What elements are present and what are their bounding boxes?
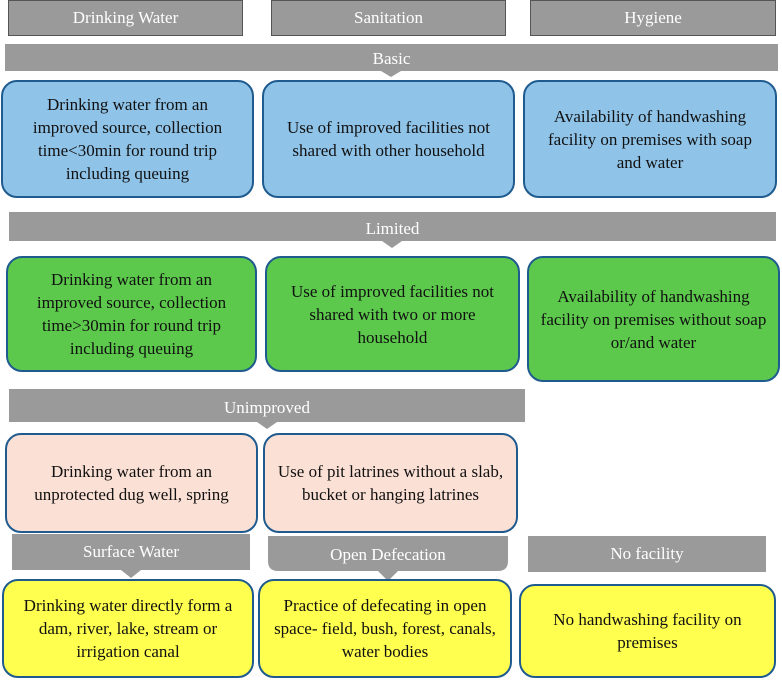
level-bar-basic: Basic bbox=[5, 44, 778, 77]
level-bar-limited-shape bbox=[9, 212, 776, 248]
level-label-surface-water: Surface Water bbox=[82, 542, 179, 561]
level-label-open-defecation: Open Defecation bbox=[330, 545, 446, 564]
limited-water-box: Drinking water from an improved source, … bbox=[6, 256, 257, 372]
basic-hygiene-text: Availability of handwashing facility on … bbox=[548, 106, 752, 172]
column-header-sanitation: Sanitation bbox=[271, 0, 506, 36]
limited-hygiene-box: Availability of handwashing facility on … bbox=[527, 256, 780, 382]
level-bar-unimproved-shape bbox=[9, 389, 525, 429]
limited-hygiene-text: Availability of handwashing facility on … bbox=[540, 286, 767, 352]
basic-water-box: Drinking water from an improved source, … bbox=[1, 80, 254, 198]
level-bar-open-defecation-shape bbox=[268, 536, 508, 581]
open-defecation-box: Practice of defecating in open space- fi… bbox=[258, 579, 512, 678]
level-label-unimproved: Unimproved bbox=[224, 398, 310, 417]
basic-hygiene-box: Availability of handwashing facility on … bbox=[523, 80, 777, 198]
basic-sanitation-text: Use of improved facilities not shared wi… bbox=[286, 118, 490, 160]
limited-water-text: Drinking water from an improved source, … bbox=[36, 270, 227, 358]
unimproved-water-text: Drinking water from an unprotected dug w… bbox=[34, 462, 229, 504]
basic-sanitation-box: Use of improved facilities not shared wi… bbox=[262, 80, 515, 198]
level-label-no-facility: No facility bbox=[610, 544, 684, 563]
unimproved-water-box: Drinking water from an unprotected dug w… bbox=[5, 433, 258, 533]
level-bar-unimproved: Unimproved bbox=[9, 389, 525, 429]
open-defecation-text: Practice of defecating in open space- fi… bbox=[274, 596, 496, 661]
level-bar-no-facility-shape bbox=[528, 536, 766, 572]
level-bar-limited: Limited bbox=[9, 212, 776, 248]
level-bar-open-defecation: Open Defecation bbox=[268, 536, 508, 581]
level-label-basic: Basic bbox=[372, 49, 411, 68]
unimproved-sanitation-text: Use of pit latrines without a slab, buck… bbox=[277, 462, 504, 504]
level-bar-no-facility: No facility bbox=[528, 536, 766, 572]
basic-water-text: Drinking water from an improved source, … bbox=[32, 95, 223, 183]
column-header-drinking-water: Drinking Water bbox=[8, 0, 243, 36]
no-facility-box: No handwashing facility on premises bbox=[519, 584, 776, 678]
level-bar-surface-water: Surface Water bbox=[12, 534, 250, 578]
limited-sanitation-box: Use of improved facilities not shared wi… bbox=[265, 256, 520, 372]
surface-water-box: Drinking water directly form a dam, rive… bbox=[2, 579, 254, 678]
no-facility-text: No handwashing facility on premises bbox=[553, 610, 742, 652]
level-bar-basic-shape bbox=[5, 44, 778, 77]
level-bar-surface-water-shape bbox=[12, 534, 250, 578]
column-header-hygiene: Hygiene bbox=[530, 0, 776, 36]
level-label-limited: Limited bbox=[365, 219, 420, 238]
limited-sanitation-text: Use of improved facilities not shared wi… bbox=[290, 281, 494, 347]
surface-water-text: Drinking water directly form a dam, rive… bbox=[23, 596, 233, 661]
unimproved-sanitation-box: Use of pit latrines without a slab, buck… bbox=[263, 433, 518, 533]
